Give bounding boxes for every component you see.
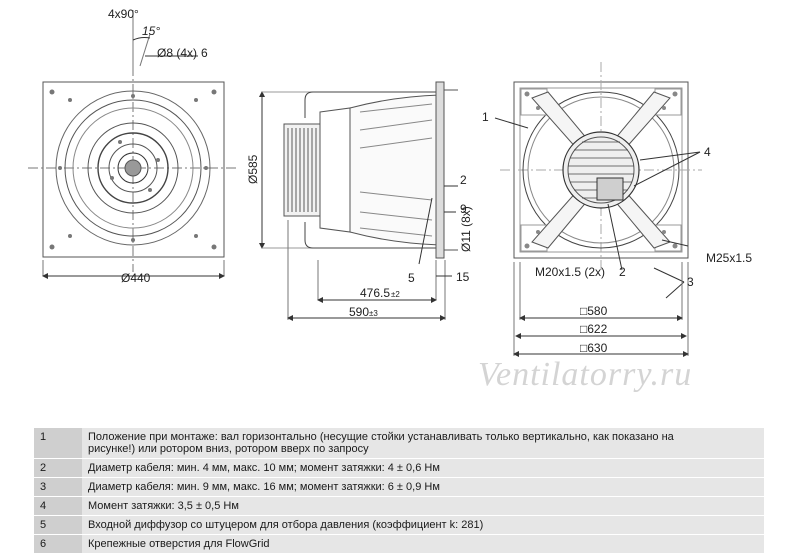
note-text: Крепежные отверстия для FlowGrid (82, 534, 764, 554)
square-580: □580 (580, 304, 608, 318)
note-line: рисунке!) или ротором вниз, ротором ввер… (88, 443, 369, 455)
ref-2-back: 2 (619, 265, 626, 279)
side-height-label: Ø585 (246, 154, 260, 184)
depth2-label: 590 (349, 305, 369, 319)
ref-9-side: 9 (460, 202, 467, 216)
front-plate-outline (42, 81, 225, 258)
note-text: Момент затяжки: 3,5 ± 0,5 Нм (82, 496, 764, 516)
note-number: 2 (34, 458, 82, 478)
ref-2-side: 2 (460, 173, 467, 187)
note-number: 1 (34, 428, 82, 459)
note-row: 5 Входной диффузор со штуцером для отбор… (34, 515, 764, 535)
note-text: Диаметр кабеля: мин. 9 мм, макс. 16 мм; … (82, 477, 764, 497)
depth2-tol: ±3 (369, 309, 378, 318)
note-row: 2 Диаметр кабеля: мин. 4 мм, макс. 10 мм… (34, 458, 764, 478)
note-line: Положение при монтаже: вал горизонтально… (88, 431, 674, 443)
note-row: 6 Крепежные отверстия для FlowGrid (34, 534, 764, 554)
watermark: Ventilatorry.ru (478, 356, 693, 393)
note-number: 6 (34, 534, 82, 554)
width-label: Ø440 (121, 271, 151, 285)
note-number: 4 (34, 496, 82, 516)
m25-label: M25x1.5 (706, 251, 752, 265)
ref-4: 4 (704, 145, 711, 159)
notes-table: 1 Положение при монтаже: вал горизонталь… (34, 428, 764, 554)
note-text: Входной диффузор со штуцером для отбора … (82, 515, 764, 535)
angle2-label: 15° (142, 24, 160, 38)
front-view (28, 10, 238, 279)
hole-ref: 6 (201, 46, 208, 60)
side-view (259, 81, 458, 321)
square-630: □630 (580, 341, 608, 355)
note-number: 3 (34, 477, 82, 497)
bolt-label: Ø11 (8x) (459, 206, 473, 252)
ref-3: 3 (687, 275, 694, 289)
hole-label: Ø8 (4x) (157, 46, 197, 60)
note-text: Диаметр кабеля: мин. 4 мм, макс. 10 мм; … (82, 458, 764, 478)
ref-1: 1 (482, 110, 489, 124)
note-text: Положение при монтаже: вал горизонтально… (82, 428, 764, 459)
note-row: 3 Диаметр кабеля: мин. 9 мм, макс. 16 мм… (34, 477, 764, 497)
note-number: 5 (34, 515, 82, 535)
ref-5: 5 (408, 271, 415, 285)
m20-label: M20x1.5 (2x) (535, 265, 605, 279)
square-622: □622 (580, 322, 608, 336)
technical-drawing: 4x90° 15° Ø8 (4x) 6 Ø440 (28, 7, 752, 357)
note-row: 1 Положение при монтаже: вал горизонталь… (34, 428, 764, 459)
back-view (494, 62, 702, 357)
depth1-tol: ±2 (391, 290, 400, 299)
dim-15: 15 (456, 270, 470, 284)
note-row: 4 Момент затяжки: 3,5 ± 0,5 Нм (34, 496, 764, 516)
angle-label: 4x90° (108, 7, 139, 21)
depth1-label: 476.5 (360, 286, 390, 300)
